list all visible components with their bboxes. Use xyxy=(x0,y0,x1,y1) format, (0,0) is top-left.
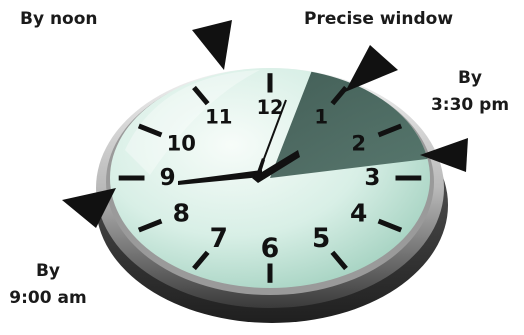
callout-afternoon-line1: By xyxy=(458,68,482,88)
callout-precise-window: Precise window xyxy=(304,9,453,29)
hour-number-8: 8 xyxy=(173,199,190,228)
callout-morning-line2: 9:00 am xyxy=(9,288,86,308)
hour-number-2: 2 xyxy=(351,130,366,155)
hour-number-4: 4 xyxy=(350,199,367,228)
hour-number-9: 9 xyxy=(160,165,176,191)
hour-number-11: 11 xyxy=(205,106,232,129)
precise-window-wedge xyxy=(270,8,522,178)
hour-number-6: 6 xyxy=(261,233,280,264)
precise-window-pointer xyxy=(345,45,398,92)
noon-pointer xyxy=(192,20,232,70)
hour-number-10: 10 xyxy=(167,130,196,155)
hour-number-3: 3 xyxy=(364,165,380,191)
hour-number-7: 7 xyxy=(210,224,228,254)
hour-number-1: 1 xyxy=(314,106,328,129)
center-pin xyxy=(254,172,262,180)
callout-afternoon-line2: 3:30 pm xyxy=(431,95,509,115)
callout-morning-line1: By xyxy=(36,261,60,281)
callout-by-noon: By noon xyxy=(20,9,98,29)
hour-number-5: 5 xyxy=(312,224,330,254)
